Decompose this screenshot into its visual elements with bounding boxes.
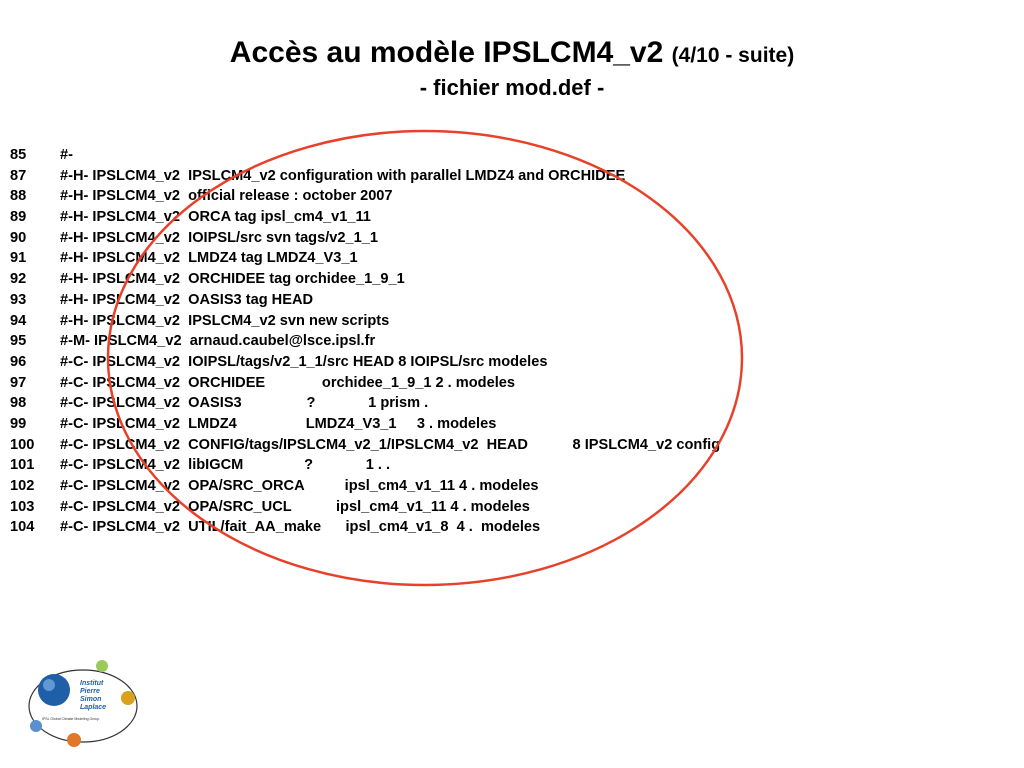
line-text: #-C- IPSLCM4_v2 OASIS3 ? 1 prism . [60,395,429,412]
line-text: #-C- IPSLCM4_v2 ORCHIDEE orchidee_1_9_1 … [60,374,516,391]
line-text: #-H- IPSLCM4_v2 IPSLCM4_v2 configuration… [60,167,626,184]
ipsl-logo: Institut Pierre Simon Laplace IPSL Globa… [22,658,144,758]
line-text: #-C- IPSLCM4_v2 IOIPSL/tags/v2_1_1/src H… [60,353,548,370]
line-text: #-H- IPSLCM4_v2 ORCHIDEE tag orchidee_1_… [60,271,405,288]
logo-text-1: Institut [80,680,104,687]
line-number: 92 [10,271,27,288]
line-text: #-H- IPSLCM4_v2 IOIPSL/src svn tags/v2_1… [60,229,378,246]
line-number: 85 [10,147,27,163]
line-number: 93 [10,291,27,308]
line-number: 101 [10,457,35,474]
line-number: 98 [10,395,27,412]
line-number: 95 [10,333,27,350]
line-number: 102 [10,478,35,494]
title-line-1: Accès au modèle IPSLCM4_v2 (4/10 - suite… [0,35,1024,74]
ipsl-logo-graphic: Institut Pierre Simon Laplace IPSL Globa… [28,660,138,747]
line-number: 89 [10,209,27,226]
line-number: 100 [10,436,35,453]
line-number: 88 [10,188,27,205]
line-text: #-H- IPSLCM4_v2 ORCA tag ipsl_cm4_v1_11 [60,209,371,226]
line-number: 96 [10,353,27,370]
title-line-2: - fichier mod.def - [419,75,605,100]
line-text: #- [60,147,73,163]
line-number: 91 [10,250,27,267]
line-text: #-H- IPSLCM4_v2 OASIS3 tag HEAD [60,291,314,308]
line-number: 104 [10,519,35,536]
line-number: 87 [10,167,27,184]
line-number: 90 [10,229,27,246]
title-main: Accès au modèle IPSLCM4_v2 [229,36,664,69]
line-number: 94 [10,312,27,329]
line-text: #-C- IPSLCM4_v2 OPA/SRC_ORCA ipsl_cm4_v1… [60,478,539,494]
title-subtitle: (4/10 - suite) [671,44,795,67]
line-text: #-C- IPSLCM4_v2 CONFIG/tags/IPSLCM4_v2_1… [60,436,721,453]
line-text: #-H- IPSLCM4_v2 IPSLCM4_v2 svn new scrip… [60,312,390,329]
logo-caption: IPSL Global Climate Modeling Group [42,717,99,721]
line-text: #-C- IPSLCM4_v2 UTIL/fait_AA_make ipsl_c… [60,519,541,536]
line-text: #-C- IPSLCM4_v2 libIGCM ? 1 . . [60,457,391,474]
line-text: #-C- IPSLCM4_v2 OPA/SRC_UCL ipsl_cm4_v1_… [60,498,530,515]
line-text: #-C- IPSLCM4_v2 LMDZ4 LMDZ4_V3_1 3 . mod… [60,415,497,432]
logo-text-4: Laplace [80,704,106,711]
logo-text-3: Simon [80,696,101,703]
logo-text-2: Pierre [80,688,100,695]
line-number: 97 [10,374,27,391]
slide-title: Accès au modèle IPSLCM4_v2 (4/10 - suite… [0,35,1024,102]
line-number: 99 [10,415,27,432]
line-number: 103 [10,498,35,515]
line-text: #-H- IPSLCM4_v2 LMDZ4 tag LMDZ4_V3_1 [60,250,358,267]
line-text: #-H- IPSLCM4_v2 official release : octob… [60,188,393,205]
line-text: #-M- IPSLCM4_v2 arnaud.caubel@lsce.ipsl.… [60,333,376,350]
